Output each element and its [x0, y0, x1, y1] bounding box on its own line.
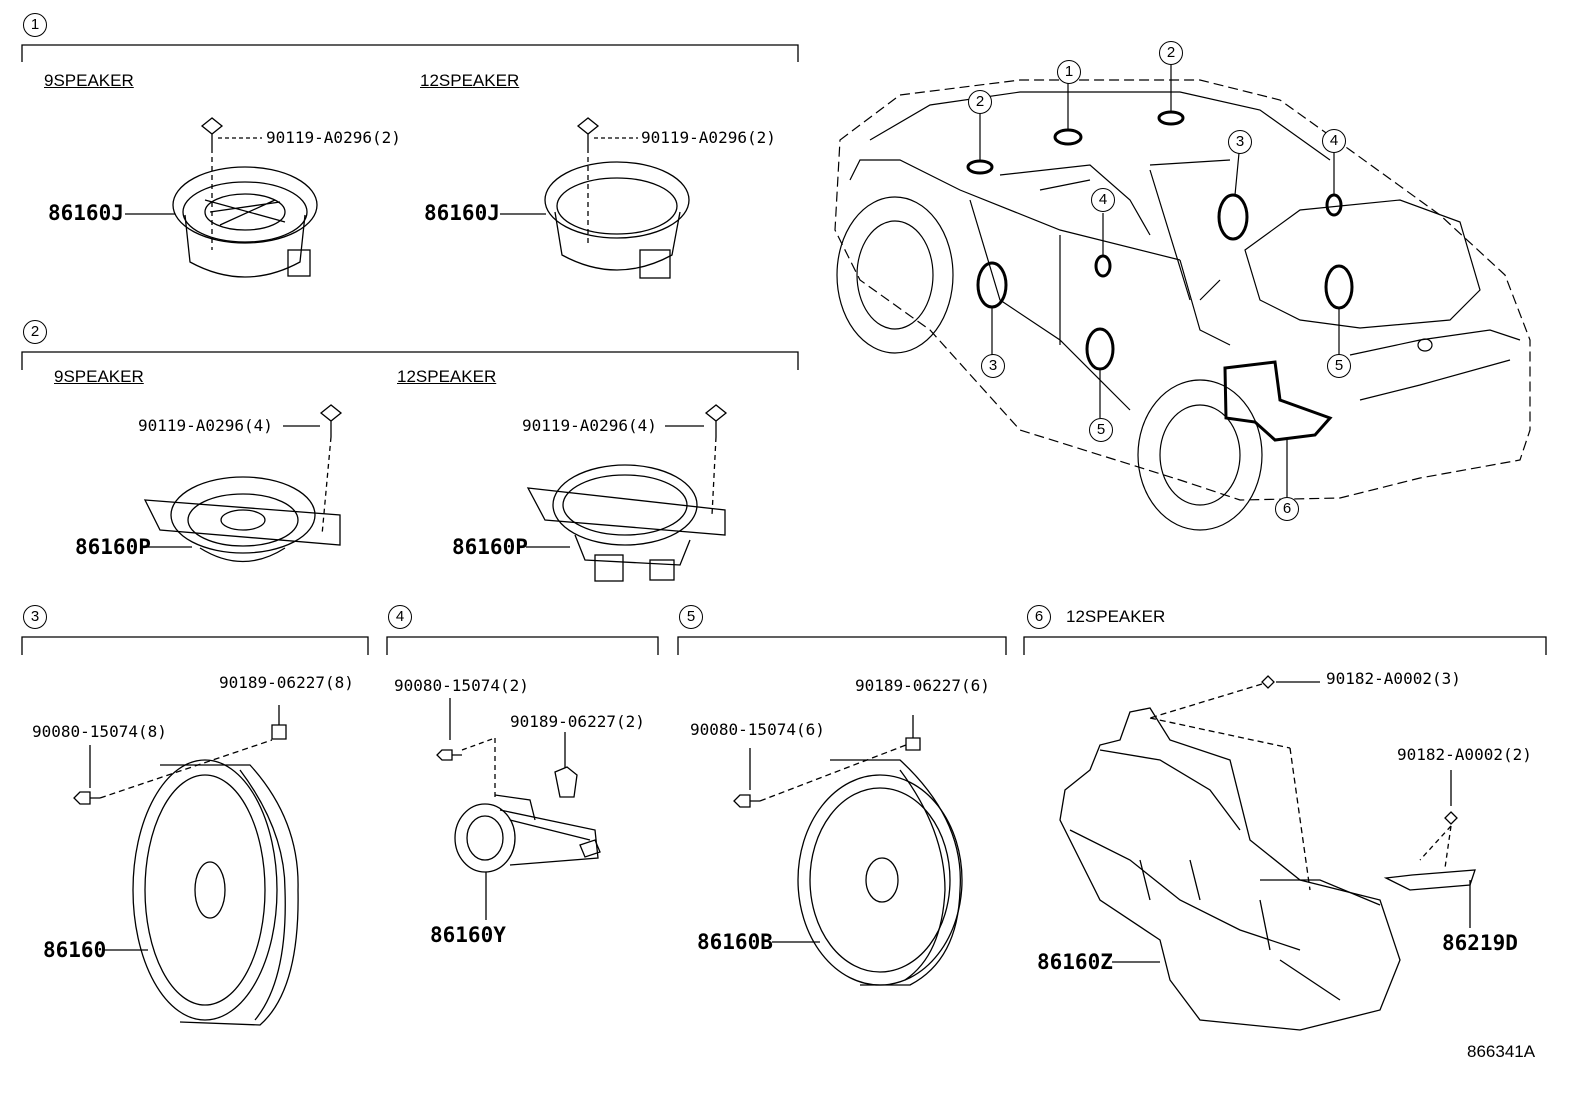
section-2-bracket: [21, 351, 799, 370]
vehicle-callout-4: 4: [1091, 188, 1115, 212]
part-number-86160: 86160: [43, 938, 107, 962]
section-1-header-12speaker: 12SPEAKER: [420, 71, 520, 90]
section-5-bracket: [677, 636, 1007, 655]
section-6-number: 6: [1027, 605, 1051, 629]
section-1-bracket: [21, 44, 799, 62]
vehicle-callout-5: 5: [1327, 354, 1351, 378]
part-number-86160B: 86160B: [697, 930, 773, 954]
subwoofer-86160Z: [1059, 675, 1401, 1031]
part-number-86160Z: 86160Z: [1037, 950, 1113, 974]
speaker-86160P-12sp: [526, 404, 728, 582]
fastener-label: 90119-A0296(4): [138, 416, 273, 435]
speaker-86160P-9sp: [140, 404, 343, 563]
vehicle-callout-2: 2: [968, 90, 992, 114]
vehicle-callout-1: 1: [1057, 60, 1081, 84]
vehicle-callout-5: 5: [1089, 418, 1113, 442]
part-number-86160J: 86160J: [424, 201, 500, 225]
fastener-label: 90080-15074(2): [394, 676, 529, 695]
fastener-label: 90119-A0296(2): [641, 128, 776, 147]
vehicle-callout-4: 4: [1322, 129, 1346, 153]
part-number-86160P: 86160P: [75, 535, 151, 559]
part-number-86160J: 86160J: [48, 201, 124, 225]
section-2-header-12speaker: 12SPEAKER: [397, 367, 497, 386]
part-number-86160P: 86160P: [452, 535, 528, 559]
fastener-label: 90119-A0296(4): [522, 416, 657, 435]
speaker-86160: [73, 705, 299, 1026]
speaker-86160J-9sp: [125, 117, 318, 278]
fastener-label: 90189-06227(2): [510, 712, 645, 731]
fastener-label: 90189-06227(6): [855, 676, 990, 695]
vehicle-callout-3: 3: [1228, 130, 1252, 154]
section-4-number: 4: [388, 605, 412, 629]
section-6-header-12speaker: 12SPEAKER: [1066, 607, 1166, 626]
section-3-bracket: [21, 636, 369, 655]
section-6-bracket: [1023, 636, 1547, 655]
section-1-number: 1: [23, 13, 47, 37]
section-5-number: 5: [679, 605, 703, 629]
speaker-86160B: [733, 715, 963, 986]
bracket-86219D: [1383, 770, 1476, 928]
section-3-number: 3: [23, 605, 47, 629]
vehicle-callout-3: 3: [981, 354, 1005, 378]
speaker-86160J-12sp: [500, 117, 690, 279]
fastener-label: 90119-A0296(2): [266, 128, 401, 147]
fastener-label: 90182-A0002(2): [1397, 745, 1532, 764]
fastener-label: 90080-15074(6): [690, 720, 825, 739]
speaker-86160Y: [436, 698, 601, 920]
section-2-number: 2: [23, 320, 47, 344]
part-number-86219D: 86219D: [1442, 931, 1518, 955]
section-2-header-9speaker: 9SPEAKER: [54, 367, 144, 386]
fastener-label: 90182-A0002(3): [1326, 669, 1461, 688]
fastener-label: 90189-06227(8): [219, 673, 354, 692]
vehicle-callout-2: 2: [1159, 41, 1183, 65]
diagram-code: 866341A: [1467, 1042, 1536, 1061]
vehicle-illustration: [834, 65, 1531, 531]
part-number-86160Y: 86160Y: [430, 923, 506, 947]
section-4-bracket: [386, 636, 659, 655]
fastener-label: 90080-15074(8): [32, 722, 167, 741]
section-1-header-9speaker: 9SPEAKER: [44, 71, 134, 90]
vehicle-callout-6: 6: [1275, 497, 1299, 521]
